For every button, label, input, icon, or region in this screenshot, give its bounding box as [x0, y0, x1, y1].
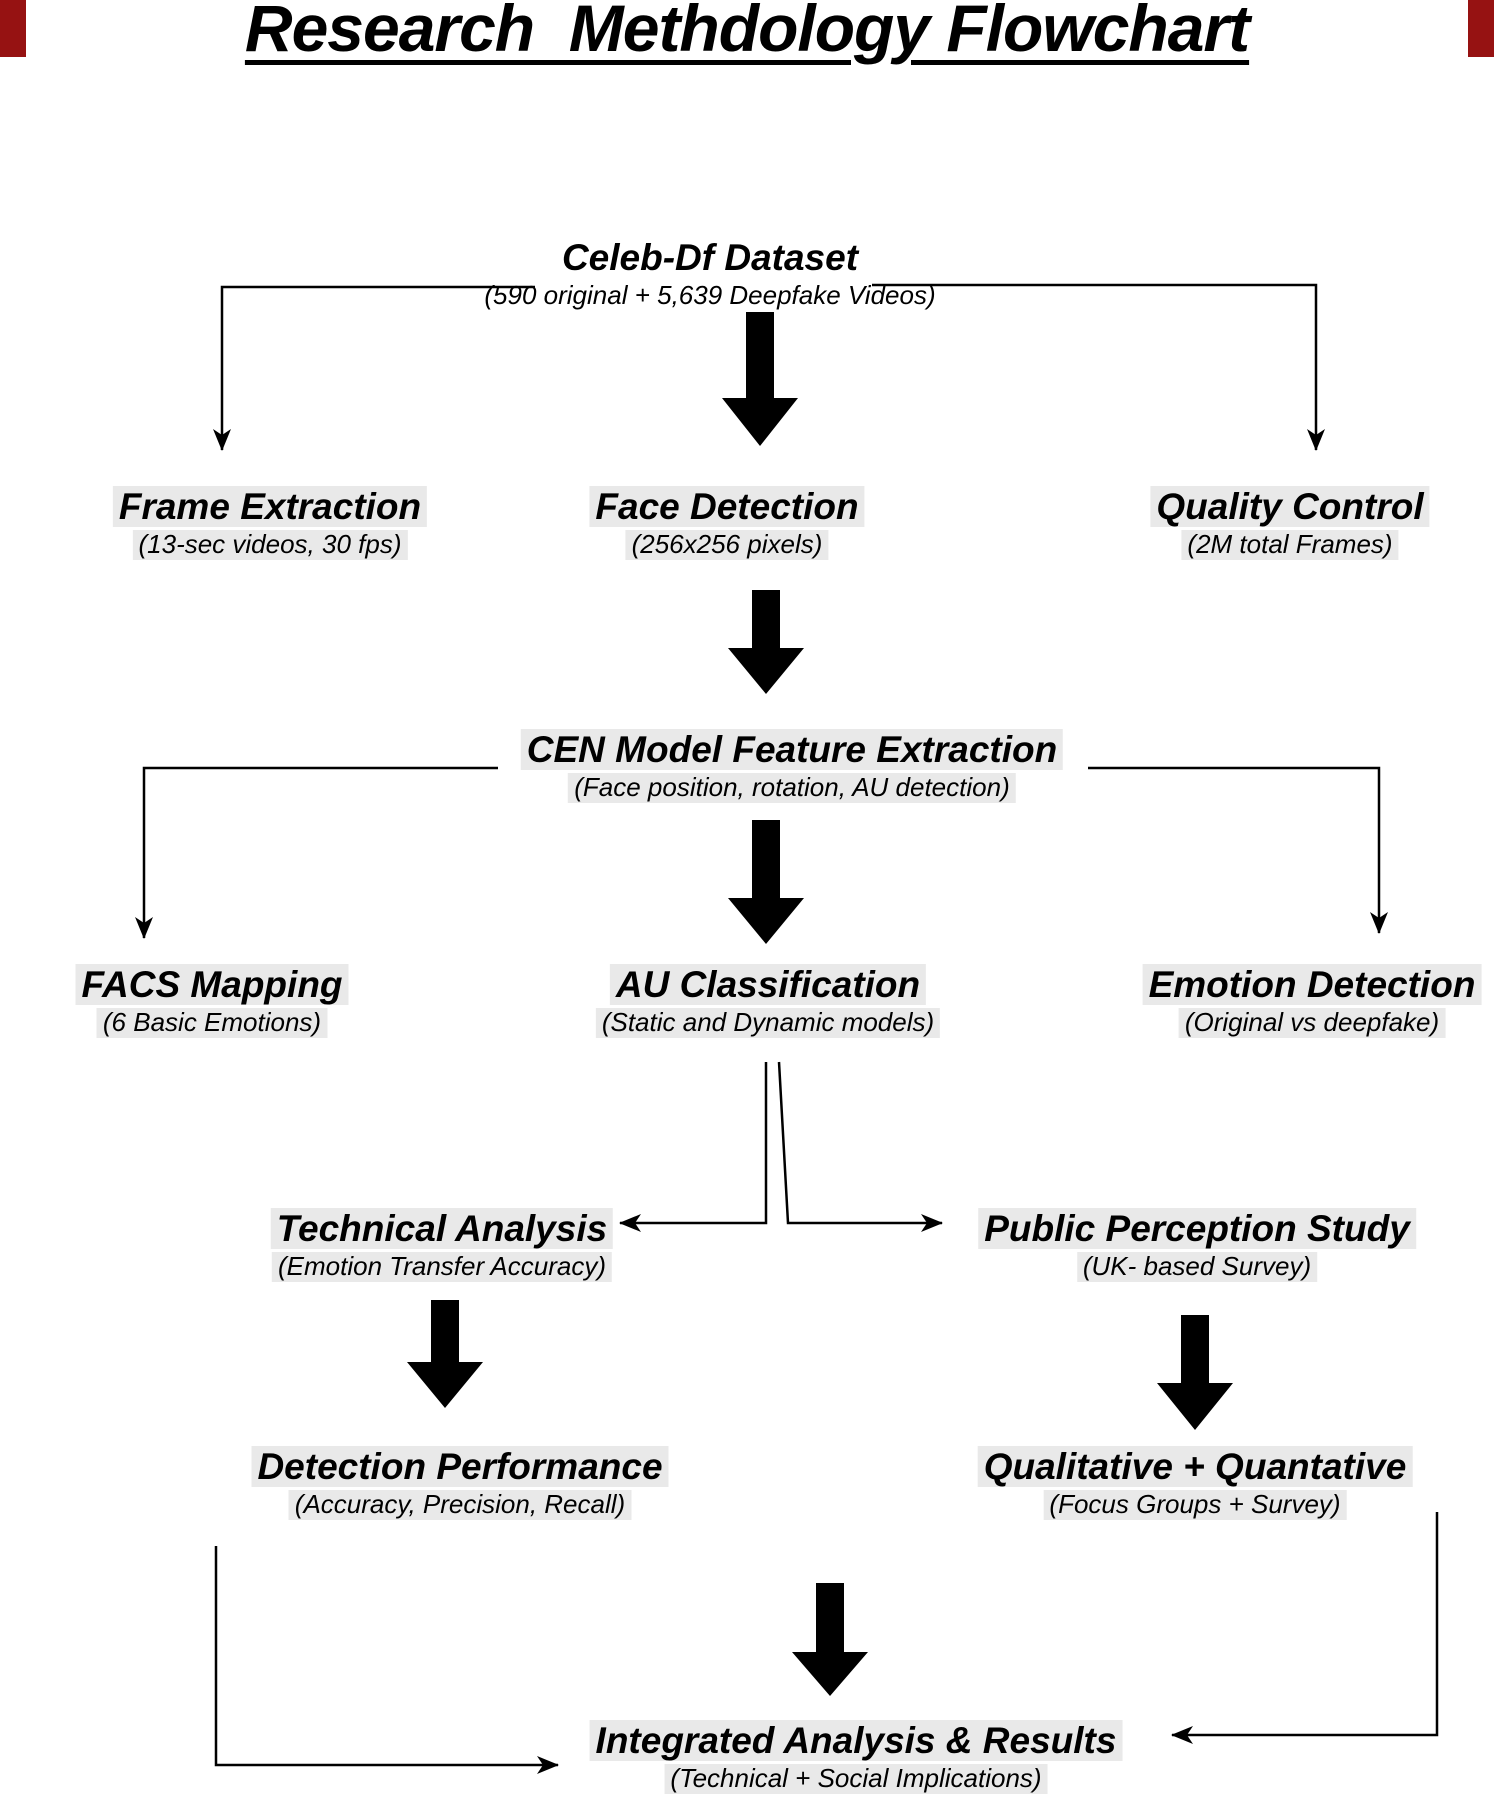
node-label: Qualitative + Quantative — [977, 1446, 1413, 1488]
connector-dataset-to-quality-control — [872, 283, 1325, 451]
node-frame-extraction: Frame Extraction (13-sec videos, 30 fps) — [112, 486, 428, 561]
node-label: Emotion Detection — [1142, 964, 1482, 1006]
node-label: FACS Mapping — [75, 964, 349, 1006]
node-subtitle: (256x256 pixels) — [625, 530, 829, 561]
node-subtitle: (13-sec videos, 30 fps) — [132, 530, 408, 561]
node-celeb-df-dataset: Celeb-Df Dataset (590 original + 5,639 D… — [478, 237, 941, 311]
node-facs-mapping: FACS Mapping (6 Basic Emotions) — [75, 964, 349, 1039]
node-face-detection: Face Detection (256x256 pixels) — [589, 486, 865, 561]
node-label: Integrated Analysis & Results — [589, 1720, 1123, 1762]
node-subtitle: (6 Basic Emotions) — [96, 1008, 328, 1039]
node-label: AU Classification — [609, 964, 927, 1006]
connector-cen-to-facs-mapping — [135, 766, 498, 939]
connector-au-to-public-perception — [777, 1061, 943, 1232]
node-cen-model-feature-extraction: CEN Model Feature Extraction (Face posit… — [520, 729, 1064, 804]
node-label: Frame Extraction — [112, 486, 428, 528]
page-title: Research Methdology Flowchart — [244, 0, 1250, 65]
node-label: Technical Analysis — [270, 1208, 614, 1250]
block-arrow-to-integrated-results — [792, 1583, 868, 1696]
node-emotion-detection: Emotion Detection (Original vs deepfake) — [1142, 964, 1482, 1039]
slide-corner-accent-right — [1468, 0, 1494, 57]
slide-corner-accent-left — [0, 0, 26, 57]
node-subtitle: (Static and Dynamic models) — [595, 1008, 941, 1039]
node-label: Quality Control — [1150, 486, 1430, 528]
node-label: Detection Performance — [251, 1446, 669, 1488]
connector-detection-to-integrated — [214, 1546, 559, 1774]
connector-cen-to-emotion-detection — [1088, 766, 1388, 934]
node-au-classification: AU Classification (Static and Dynamic mo… — [595, 964, 941, 1039]
node-subtitle: (2M total Frames) — [1181, 530, 1399, 561]
node-quality-control: Quality Control (2M total Frames) — [1150, 486, 1430, 561]
node-integrated-analysis-results: Integrated Analysis & Results (Technical… — [589, 1720, 1123, 1795]
node-label: Public Perception Study — [978, 1208, 1416, 1250]
node-qualitative-quantative: Qualitative + Quantative (Focus Groups +… — [977, 1446, 1413, 1521]
node-subtitle: (Original vs deepfake) — [1178, 1008, 1446, 1039]
node-public-perception-study: Public Perception Study (UK- based Surve… — [978, 1208, 1416, 1283]
connector-dataset-to-frame-extraction — [213, 285, 535, 451]
connector-au-to-technical-analysis — [619, 1062, 768, 1232]
node-subtitle: (Focus Groups + Survey) — [1043, 1490, 1347, 1521]
node-subtitle: (590 original + 5,639 Deepfake Videos) — [484, 280, 936, 311]
node-technical-analysis: Technical Analysis (Emotion Transfer Acc… — [270, 1208, 614, 1283]
node-subtitle: (Technical + Social Implications) — [664, 1764, 1048, 1795]
node-subtitle: (Face position, rotation, AU detection) — [568, 773, 1016, 804]
connector-qualitative-to-integrated — [1171, 1512, 1439, 1744]
node-label: Face Detection — [589, 486, 865, 528]
node-subtitle: (Emotion Transfer Accuracy) — [272, 1252, 612, 1283]
block-arrow-public-to-qualitative — [1157, 1315, 1233, 1430]
node-subtitle: (UK- based Survey) — [1076, 1252, 1318, 1283]
node-label: Celeb-Df Dataset — [561, 237, 859, 278]
block-arrow-cen-to-au-classification — [728, 820, 804, 944]
block-arrow-dataset-to-face-detection — [722, 312, 798, 446]
node-detection-performance: Detection Performance (Accuracy, Precisi… — [251, 1446, 669, 1521]
block-arrow-technical-to-detection-performance — [407, 1300, 483, 1408]
node-label: CEN Model Feature Extraction — [520, 729, 1064, 771]
block-arrow-face-detection-to-cen — [728, 590, 804, 694]
node-subtitle: (Accuracy, Precision, Recall) — [288, 1490, 632, 1521]
